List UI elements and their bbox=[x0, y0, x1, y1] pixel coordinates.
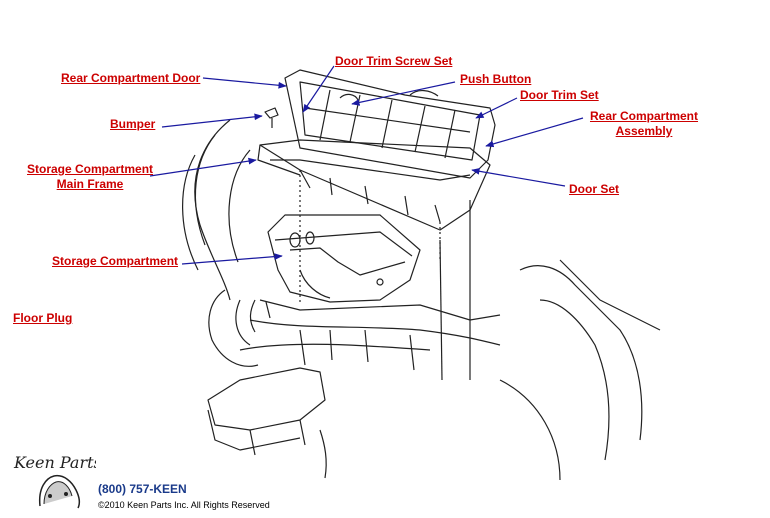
label-rear-compartment-assembly-line2[interactable]: Assembly bbox=[615, 124, 673, 138]
label-storage-compartment-main-frame[interactable]: Storage Compartment Main Frame bbox=[27, 162, 153, 192]
phone-number[interactable]: (800) 757-KEEN bbox=[98, 482, 187, 496]
label-push-button[interactable]: Push Button bbox=[460, 72, 532, 86]
label-door-set[interactable]: Door Set bbox=[569, 182, 620, 196]
label-floor-plug[interactable]: Floor Plug bbox=[13, 311, 73, 325]
copyright-text: ©2010 Keen Parts Inc. All Rights Reserve… bbox=[98, 500, 270, 510]
label-rear-compartment-door[interactable]: Rear Compartment Door bbox=[61, 71, 201, 85]
keen-parts-logo: Keen Parts bbox=[13, 453, 96, 509]
leader-arrows bbox=[149, 65, 584, 265]
label-rear-compartment-assembly-line1[interactable]: Rear Compartment bbox=[589, 109, 699, 123]
logo-text: Keen Parts bbox=[13, 453, 96, 472]
footer: (800) 757-KEEN ©2010 Keen Parts Inc. All… bbox=[98, 482, 270, 510]
label-storage-main-frame-line1[interactable]: Storage Compartment bbox=[27, 162, 154, 176]
label-storage-compartment[interactable]: Storage Compartment bbox=[52, 254, 179, 268]
line-drawing bbox=[182, 69, 661, 481]
label-rear-compartment-assembly[interactable]: Rear Compartment Assembly bbox=[588, 109, 700, 139]
label-storage-main-frame-line2[interactable]: Main Frame bbox=[56, 177, 124, 191]
label-door-trim-screw-set[interactable]: Door Trim Screw Set bbox=[335, 54, 453, 68]
label-door-trim-set[interactable]: Door Trim Set bbox=[520, 88, 599, 102]
label-bumper[interactable]: Bumper bbox=[110, 117, 156, 131]
